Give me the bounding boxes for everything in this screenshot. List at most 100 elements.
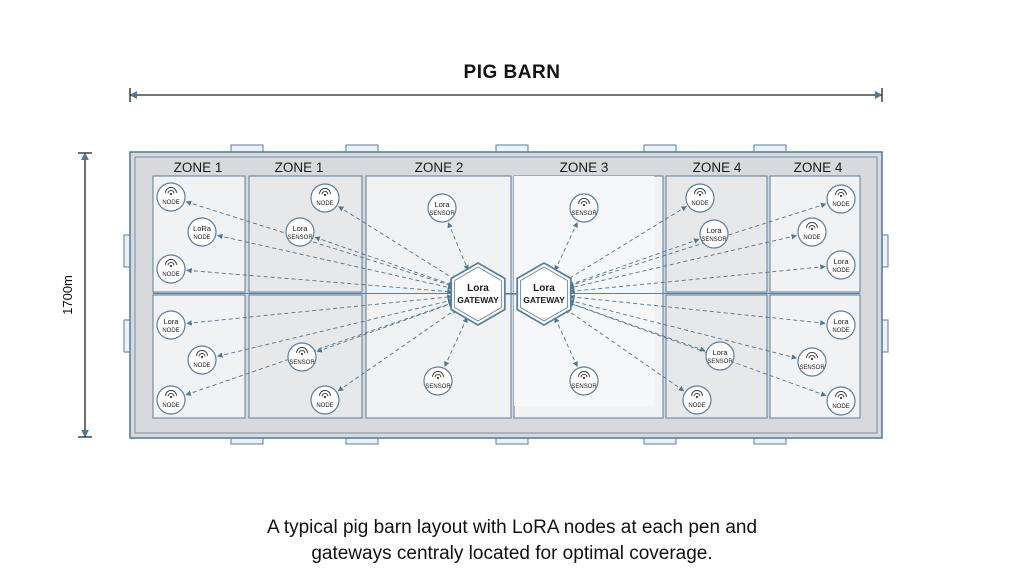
node-label-line1: Lora: [833, 317, 849, 326]
node-label: NODE: [162, 403, 179, 409]
node-label: SENSOR: [701, 237, 727, 243]
node-label: NODE: [691, 201, 708, 207]
signal-arrow: [337, 308, 458, 392]
gateway-label-line2: GATEWAY: [457, 295, 499, 305]
caption: A typical pig barn layout with LoRA node…: [0, 515, 1024, 567]
wifi-icon: [806, 352, 818, 361]
node-label-line1: Lora: [163, 317, 179, 326]
lora-node: SENSOR: [423, 366, 453, 396]
node-circle: [310, 183, 340, 213]
zone-label: ZONE 4: [693, 160, 742, 175]
node-circle: [156, 310, 186, 340]
node-label: NODE: [832, 404, 849, 410]
lora-node: NODE: [187, 345, 217, 375]
height-dimension-label: 1700m: [60, 275, 75, 315]
node-label: NODE: [162, 200, 179, 206]
node-label: SENSOR: [289, 360, 315, 366]
lora-node: SENSOR: [569, 366, 599, 396]
node-label: SENSOR: [429, 211, 455, 217]
node-label: NODE: [316, 201, 333, 207]
wifi-icon: [319, 188, 331, 197]
node-label: NODE: [832, 328, 849, 334]
lora-node: SENSOR: [287, 342, 317, 372]
node-label: SENSOR: [571, 211, 597, 217]
node-circle: [569, 193, 599, 223]
node-label-line1: Lora: [833, 257, 849, 266]
zone-label: ZONE 4: [794, 160, 843, 175]
wifi-icon: [694, 188, 706, 197]
zone-label: ZONE 1: [174, 160, 223, 175]
lora-node: NODE: [826, 386, 856, 416]
node-circle: [187, 217, 217, 247]
node-label-line1: Lora: [712, 348, 728, 357]
node-label: NODE: [803, 235, 820, 241]
wifi-icon: [578, 371, 590, 380]
gateway-hexagon: [450, 261, 506, 327]
gateway-hexagon-inner: [454, 266, 502, 322]
gateway-hexagon: [516, 261, 572, 327]
node-label: SENSOR: [799, 365, 825, 371]
wifi-icon: [835, 391, 847, 400]
node-circle: [310, 385, 340, 415]
node-label: NODE: [316, 403, 333, 409]
node-circle: [156, 385, 186, 415]
caption-line: A typical pig barn layout with LoRA node…: [266, 517, 758, 538]
node-label: NODE: [162, 272, 179, 278]
lora-node: SENSOR: [569, 193, 599, 223]
signal-arrow: [444, 317, 468, 367]
zone-label: ZONE 1: [275, 160, 324, 175]
node-label: SENSOR: [425, 384, 451, 390]
wifi-icon: [165, 390, 177, 399]
node-circle: [156, 182, 186, 212]
gateway-hexagon-inner: [520, 266, 568, 322]
caption-line: gateways centraly located for optimal co…: [311, 543, 713, 564]
lora-node: NODE: [310, 385, 340, 415]
node-circle: [423, 366, 453, 396]
node-circle: [427, 193, 457, 223]
node-circle: [797, 217, 827, 247]
wifi-icon: [806, 222, 818, 231]
wifi-icon: [196, 350, 208, 359]
node-label: NODE: [688, 403, 705, 409]
node-label-line1: LoRa: [193, 224, 212, 233]
lora-node: NODE: [156, 254, 186, 284]
wifi-icon: [578, 198, 590, 207]
lora-node: NODE: [156, 385, 186, 415]
signal-arrow: [567, 301, 827, 397]
signal-arrow: [447, 222, 469, 271]
lora-node: NODE: [156, 182, 186, 212]
node-circle: [569, 366, 599, 396]
node-circle: [826, 310, 856, 340]
node-circle: [699, 219, 729, 249]
barn-inner-wall: [134, 156, 878, 434]
node-circle: [287, 342, 317, 372]
lora-node: NODE: [682, 385, 712, 415]
node-label: SENSOR: [571, 384, 597, 390]
signal-arrow: [569, 264, 826, 294]
gateway-label-line1: Lora: [467, 283, 489, 294]
wifi-icon: [319, 390, 331, 399]
node-circle: [826, 386, 856, 416]
node-label: NODE: [162, 328, 179, 334]
node-circle: [705, 341, 735, 371]
lora-node: SENSOR: [797, 347, 827, 377]
node-circle: [682, 385, 712, 415]
node-label: NODE: [193, 363, 210, 369]
wifi-icon: [835, 189, 847, 198]
node-circle: [285, 217, 315, 247]
lora-node: NODE: [826, 184, 856, 214]
node-circle: [826, 250, 856, 280]
node-circle: [826, 184, 856, 214]
